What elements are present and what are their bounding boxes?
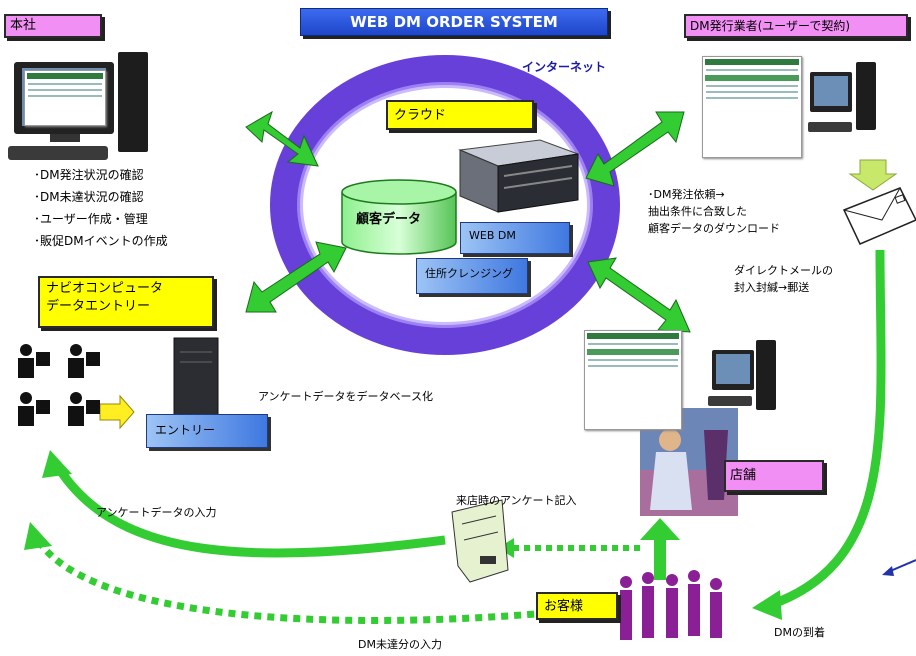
operators-icon <box>18 344 100 426</box>
store-screen <box>584 330 682 430</box>
issuer-screen <box>702 56 802 158</box>
customer-label: お客様 <box>536 592 618 620</box>
down-arrow <box>848 159 898 191</box>
store-computer-icon <box>708 340 776 410</box>
envelope-icon <box>842 187 916 245</box>
mail-note-line: ダイレクトメールの <box>734 264 833 277</box>
survey-fill-label: 来店時のアンケート記入 <box>456 494 577 507</box>
hq-bullet-list: ･DM発注状況の確認 ･DM未達状況の確認 ･ユーザー作成・管理 ･販促DMイベ… <box>34 164 168 252</box>
mail-note: ダイレクトメールの 封入封緘→郵送 <box>734 262 833 296</box>
database-label: 顧客データ <box>356 212 422 227</box>
web-dm-box: WEB DM <box>460 222 570 254</box>
internet-label: インターネット <box>522 60 607 74</box>
hq-label: 本社 <box>4 14 102 38</box>
arrow-issuer-cloud <box>585 111 685 187</box>
hq-bullet: ･販促DMイベントの作成 <box>34 234 168 248</box>
dm-arrival-label: DMの到着 <box>774 626 825 639</box>
arrow-hq-cloud <box>245 110 319 167</box>
customers-illustration <box>620 570 722 640</box>
entry-box: エントリー <box>146 414 268 448</box>
internet-ring <box>270 55 620 355</box>
hq-bullet: ･DM発注状況の確認 <box>34 168 144 182</box>
issuer-label: DM発行業者(ユーザーで契約) <box>684 14 908 38</box>
hq-bullet: ･DM未達状況の確認 <box>34 190 144 204</box>
arrow-store-cloud <box>587 257 691 333</box>
issuer-note-line: 顧客データのダウンロード <box>648 222 780 235</box>
customer-store-arrow <box>640 518 680 580</box>
entry-arrow <box>99 394 135 430</box>
survey-input-arrow <box>56 467 446 558</box>
undelivered-input-arrow <box>35 538 561 624</box>
arrow-navio-cloud <box>245 241 347 313</box>
customer-database-icon <box>341 179 457 255</box>
store-label: 店舗 <box>724 460 824 492</box>
page-title: WEB DM ORDER SYSTEM <box>300 8 608 36</box>
cloud-label: クラウド <box>386 100 534 130</box>
cleansing-box: 住所クレンジング <box>416 258 528 294</box>
mail-note-line: 封入封緘→郵送 <box>734 281 810 294</box>
navio-label-line-1: ナビオコンピュータ <box>46 281 164 296</box>
survey-to-db-label: アンケートデータをデータベース化 <box>258 390 434 403</box>
server-icon <box>458 139 579 213</box>
issuer-note: ･DM発注依頼→ 抽出条件に合致した 顧客データのダウンロード <box>648 186 780 237</box>
hq-screen <box>24 70 106 126</box>
navio-label: ナビオコンピュータ データエントリー <box>38 276 214 328</box>
hq-bullet: ･ユーザー作成・管理 <box>34 212 148 226</box>
survey-document-icon <box>451 499 509 583</box>
undelivered-input-label: DM未達分の入力 <box>358 638 442 651</box>
survey-input-label: アンケートデータの入力 <box>96 506 217 519</box>
dm-delivery-arrow <box>768 249 886 610</box>
issuer-note-line: ･DM発注依頼→ <box>648 188 725 201</box>
navio-label-line-2: データエントリー <box>46 299 151 314</box>
issuer-computer-icon <box>808 62 876 132</box>
issuer-note-line: 抽出条件に合致した <box>648 205 747 218</box>
